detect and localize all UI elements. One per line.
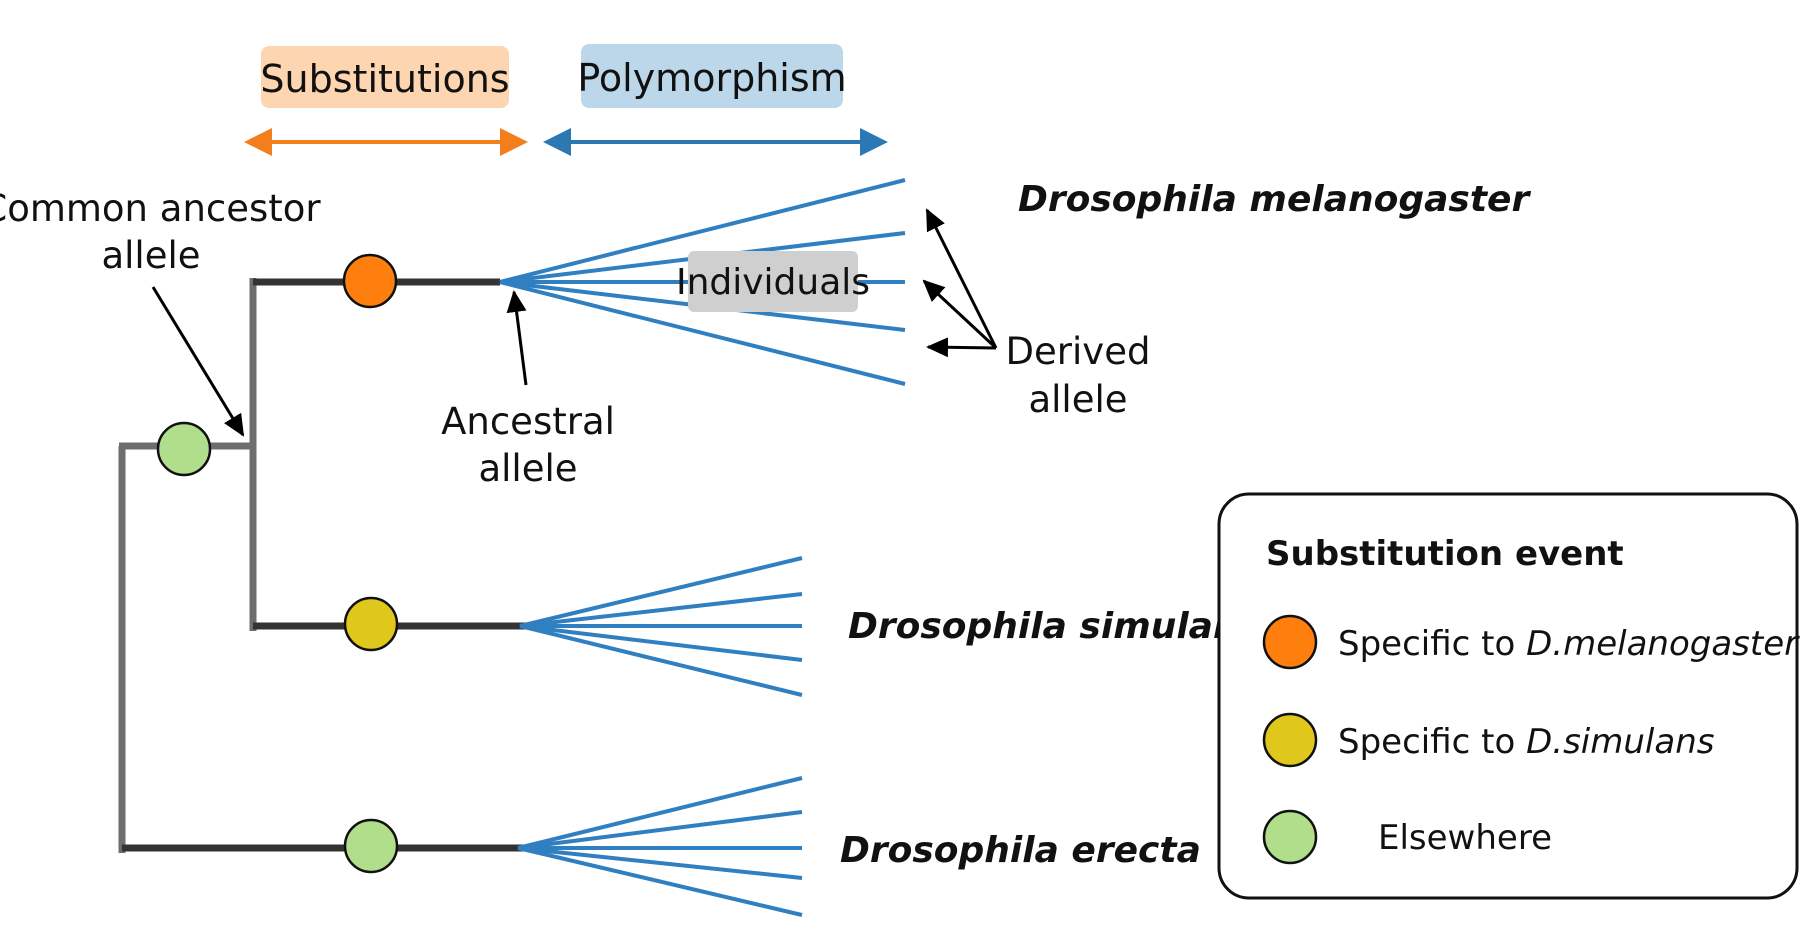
- legend-item-prefix: Specific to: [1338, 624, 1526, 664]
- derived-label-line2: allele: [1028, 378, 1127, 421]
- legend-item-elsewhere-label: Elsewhere: [1378, 818, 1552, 858]
- legend-item-species: D.simulans: [1526, 722, 1714, 762]
- legend-item-simulans: Specific to D.simulans: [1262, 712, 1714, 768]
- ancestral-label-line2: allele: [478, 447, 577, 490]
- species-erecta: Drosophila erecta: [840, 830, 1201, 871]
- legend-dot-orange: [1262, 614, 1318, 670]
- tree-branches: [122, 278, 530, 852]
- legend-title: Substitution event: [1266, 534, 1624, 574]
- polymorphism-double-arrow: [543, 128, 888, 156]
- derived-arrows: [922, 208, 998, 358]
- substitutions-double-arrow: [244, 128, 528, 156]
- substitutions-label: Substitutions: [260, 57, 509, 101]
- species-melanogaster: Drosophila melanogaster: [1018, 179, 1531, 220]
- svg-text:Specific to D.simulans: Specific to D.simulans: [1338, 722, 1714, 762]
- svg-text:Specific to D.melanogaster: Specific to D.melanogaster: [1338, 624, 1800, 664]
- legend-item-species: D.melanogaster: [1526, 624, 1800, 664]
- common-ancestor-arrow: [151, 286, 245, 437]
- individuals-erecta: [517, 776, 803, 917]
- tree-stems: [118, 278, 257, 853]
- common-ancestor-label-line2: allele: [101, 234, 200, 277]
- legend-item-melanogaster: Specific to D.melanogaster: [1262, 614, 1800, 670]
- node-simulans: [343, 596, 399, 652]
- species-simulans: Drosophila simulans: [848, 606, 1260, 647]
- legend-item-prefix: Specific to: [1338, 722, 1526, 762]
- derived-label-line1: Derived: [1006, 330, 1151, 373]
- legend: Substitution event Specific to D.melanog…: [1217, 492, 1800, 900]
- substitutions-box: [261, 46, 509, 108]
- individuals-box: [688, 251, 858, 312]
- node-melanogaster: [342, 253, 398, 309]
- individuals-label: Individuals: [676, 262, 870, 303]
- legend-dot-yellow: [1262, 712, 1318, 768]
- node-erecta: [343, 818, 399, 874]
- individuals-simulans: [519, 556, 803, 697]
- polymorphism-box: [581, 44, 843, 108]
- node-common-ancestor: [156, 421, 212, 477]
- common-ancestor-label-line1: Common ancestor: [0, 187, 321, 230]
- ancestral-arrow: [506, 290, 528, 386]
- legend-box: [1217, 492, 1799, 900]
- polymorphism-label: Polymorphism: [577, 56, 846, 100]
- legend-dot-green: [1262, 809, 1318, 865]
- legend-item-elsewhere: Elsewhere: [1262, 809, 1552, 865]
- ancestral-label-line1: Ancestral: [441, 400, 615, 443]
